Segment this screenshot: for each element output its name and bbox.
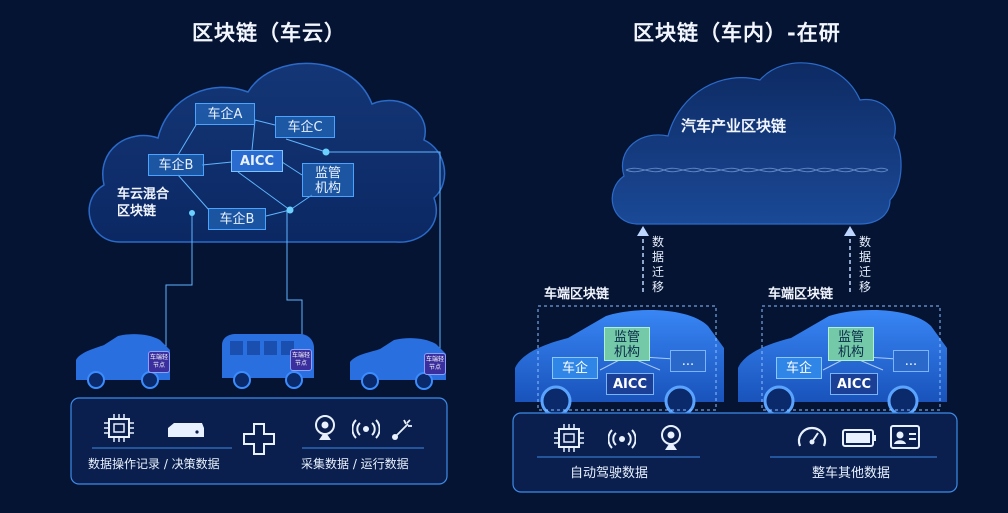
industry-blockchain-label: 汽车产业区块链	[681, 117, 787, 135]
car2-node-aicc: AICC	[830, 373, 878, 395]
left-vehicle-links	[165, 151, 441, 352]
left-title: 区块链（车云）	[192, 21, 346, 45]
car2-node-dots: ...	[893, 350, 929, 372]
node-car-enterprise-c: 车企C	[275, 116, 335, 138]
left-group1-label: 数据操作记录 / 决策数据	[88, 457, 220, 471]
car2-node-supervisor: 监管 机构	[828, 327, 874, 361]
left-group2-label: 采集数据 / 运行数据	[301, 457, 409, 471]
migration-arrows	[642, 232, 851, 292]
left-node-links	[177, 119, 327, 217]
speedometer-icon	[797, 426, 827, 447]
left-data-panel	[70, 397, 448, 485]
device-box-icon	[168, 423, 204, 437]
migration-arrowheads	[637, 226, 856, 236]
node-supervisor: 监管 机构	[302, 163, 354, 197]
link-dots	[189, 148, 330, 216]
car1-node-dots: ...	[670, 350, 706, 372]
migration-label-2: 数 据 迁 移	[858, 235, 871, 294]
left-vehicles	[76, 334, 446, 390]
camera-icon	[661, 425, 681, 450]
hybrid-blockchain-label: 车云混合 区块链	[117, 187, 170, 219]
edge-blockchain-label-1: 车端区块链	[544, 287, 610, 302]
right-group1-label: 自动驾驶数据	[570, 466, 649, 481]
vehicle-badge-bus: 车端轻 节点	[290, 349, 312, 371]
edge-blockchain-label-2: 车端区块链	[768, 287, 834, 302]
radio-signal-icon	[352, 419, 380, 439]
vehicle-badge-car2: 车端轻 节点	[424, 353, 446, 375]
plus-icon	[243, 423, 275, 455]
node-car-enterprise-b-left: 车企B	[148, 154, 204, 176]
chip-icon	[554, 424, 584, 452]
node-car-enterprise-b-bottom: 车企B	[208, 208, 266, 230]
id-card-icon	[890, 425, 920, 449]
right-data-panel	[512, 412, 958, 493]
right-group2-label: 整车其他数据	[812, 466, 891, 481]
car1-node-aicc: AICC	[606, 373, 654, 395]
laser-icon	[392, 419, 412, 440]
migration-label-1: 数 据 迁 移	[651, 235, 664, 294]
right-cloud	[611, 62, 902, 225]
vehicle-badge-car1: 车端轻 节点	[148, 351, 170, 373]
radio-signal-icon	[608, 429, 636, 449]
chip-icon	[104, 414, 134, 442]
node-car-enterprise-a: 车企A	[195, 103, 255, 125]
right-title: 区块链（车内）-在研	[633, 21, 841, 45]
car1-node-car-enterprise: 车企	[552, 357, 598, 379]
camera-icon	[315, 415, 335, 440]
battery-icon	[842, 429, 876, 447]
car1-node-supervisor: 监管 机构	[604, 327, 650, 361]
node-aicc: AICC	[231, 150, 283, 172]
car2-node-car-enterprise: 车企	[776, 357, 822, 379]
